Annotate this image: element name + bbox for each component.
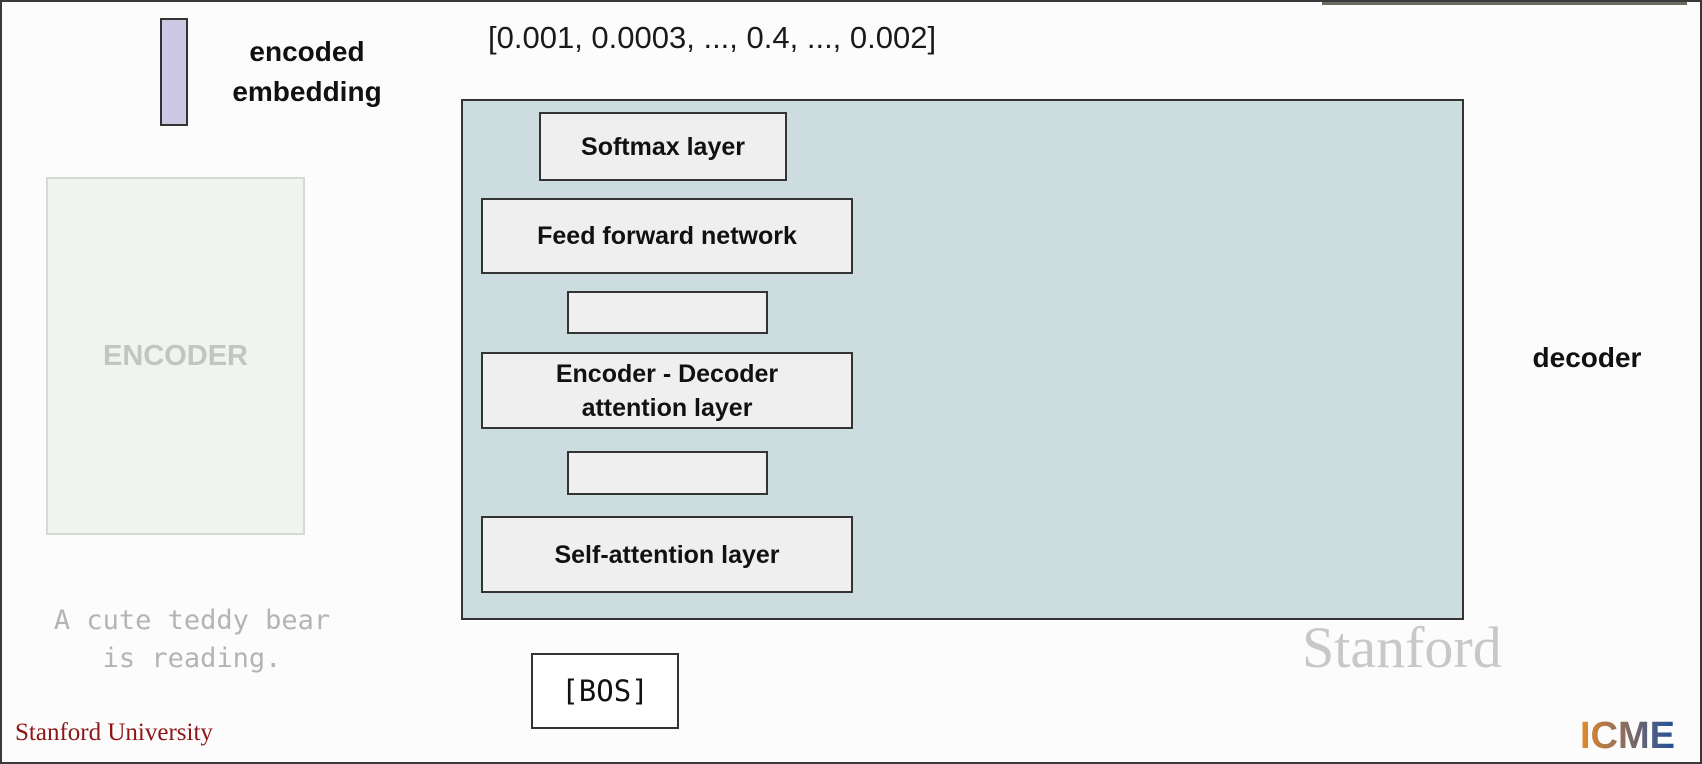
- intermediate-vector-lower: [567, 451, 768, 495]
- encdec-label-line-2: attention layer: [581, 393, 753, 422]
- stanford-university-logo: Stanford University: [15, 719, 213, 746]
- embedding-vector: [0.001, 0.0003, ..., 0.4, ..., 0.002]: [488, 20, 937, 55]
- intermediate-vector-upper: [567, 291, 768, 334]
- encoded-embedding-bar: [160, 18, 188, 126]
- encoder-decoder-attention-layer: Encoder - Decoder attention layer: [481, 352, 853, 429]
- input-sentence: A cute teddy bear is reading.: [22, 602, 362, 678]
- softmax-layer: Softmax layer: [539, 112, 787, 181]
- decoder-label: decoder: [1532, 342, 1642, 373]
- input-sentence-line-2: is reading.: [102, 643, 282, 674]
- input-sentence-line-1: A cute teddy bear: [53, 605, 331, 636]
- bos-token: [BOS]: [531, 653, 679, 729]
- encoder-block: ENCODER: [46, 177, 305, 535]
- icme-logo: ICME: [1580, 715, 1675, 755]
- encdec-label-line-1: Encoder - Decoder: [555, 359, 779, 388]
- feed-forward-layer: Feed forward network: [481, 198, 853, 274]
- embedding-label-line-2: embedding: [232, 76, 382, 107]
- top-edge-line: [1322, 2, 1687, 5]
- encoded-embedding-label: encoded embedding: [202, 32, 412, 112]
- stanford-wordmark: Stanford: [1302, 615, 1502, 680]
- self-attention-layer: Self-attention layer: [481, 516, 853, 593]
- svg-text:ICME: ICME: [1580, 715, 1675, 755]
- encoder-label: ENCODER: [102, 339, 248, 372]
- embedding-label-line-1: encoded: [249, 36, 365, 67]
